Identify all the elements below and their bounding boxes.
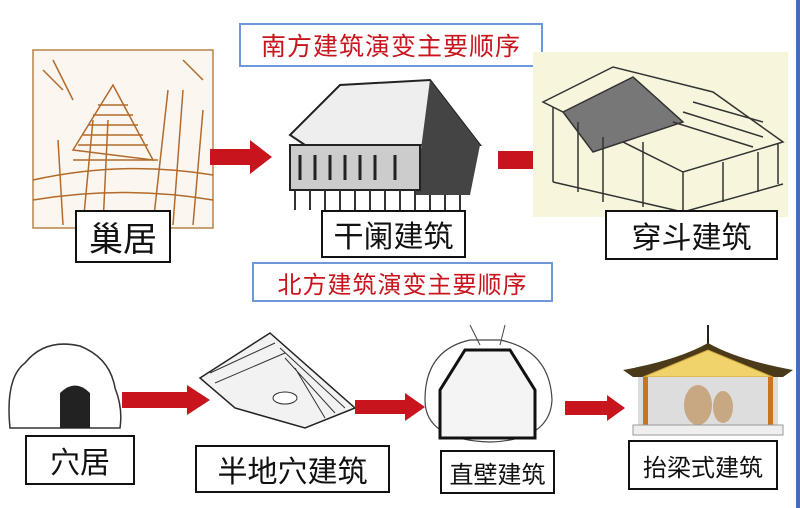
cave-dwelling-illustration xyxy=(8,343,122,429)
south-title: 南方建筑演变主要顺序 xyxy=(239,23,543,67)
ganlan-house-illustration xyxy=(288,78,483,210)
stage-label-ganlan: 干阑建筑 xyxy=(321,210,466,258)
arrow-right-icon xyxy=(122,385,210,415)
stage-label-semi-pit: 半地穴建筑 xyxy=(195,445,390,493)
stage-label-tailiang: 抬梁式建筑 xyxy=(628,440,778,490)
stage-label-nest-dwelling: 巢居 xyxy=(75,210,171,263)
arrow-right-icon xyxy=(355,393,425,421)
semi-pit-house-illustration xyxy=(198,332,357,429)
arrow-right-icon xyxy=(565,395,625,421)
right-edge-border xyxy=(796,0,800,508)
north-title: 北方建筑演变主要顺序 xyxy=(252,262,553,302)
stage-label-cave: 穴居 xyxy=(25,435,135,485)
chuandou-frame-illustration xyxy=(533,52,788,217)
arrow-right-icon xyxy=(210,140,272,174)
tailiang-hall-illustration xyxy=(623,325,793,436)
straight-wall-house-illustration xyxy=(424,324,553,443)
nest-dwelling-illustration xyxy=(32,49,214,229)
stage-label-chuandou: 穿斗建筑 xyxy=(605,210,778,260)
stage-label-straight-wall: 直壁建筑 xyxy=(440,450,555,494)
